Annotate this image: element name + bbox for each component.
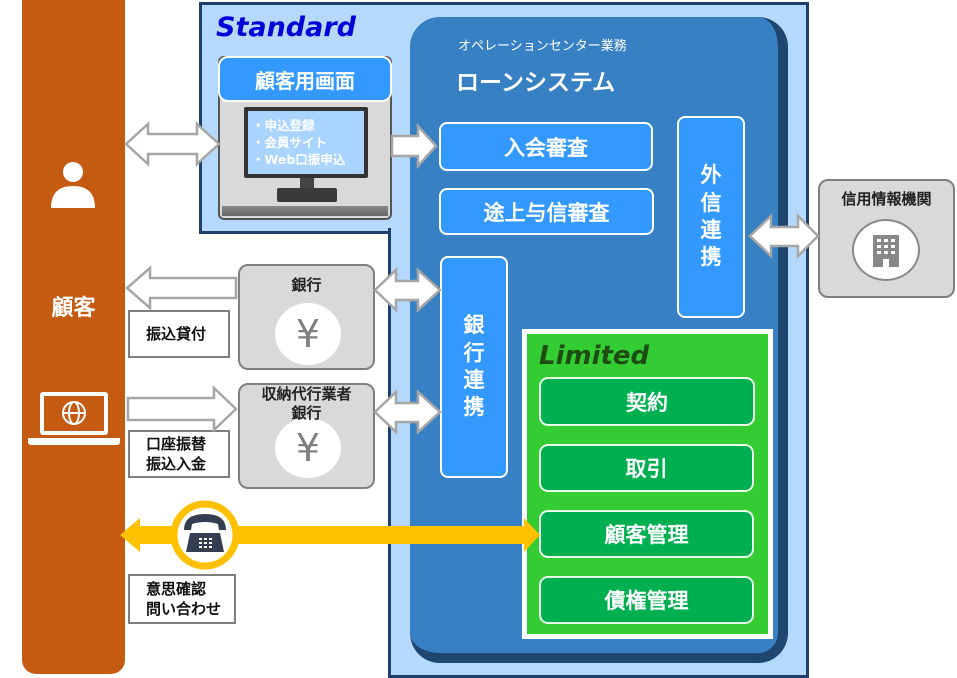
module-char: 連 <box>463 368 485 392</box>
contract-module[interactable]: 契約 <box>539 377 755 426</box>
loan-system-subtitle: オペレーションセンター業務 <box>458 39 627 54</box>
customer-screen-items: ・申込登録 ・会員サイト ・Web口振申込 <box>252 117 345 168</box>
label-line: 問い合わせ <box>146 600 222 618</box>
module-char: 信 <box>700 190 722 215</box>
bank-label: 銀行 <box>291 276 322 294</box>
payment-label: 口座振替 振込入金 <box>128 430 230 478</box>
building-icon <box>873 235 899 267</box>
label-line: 銀行 <box>291 404 322 422</box>
customer-column <box>22 0 125 674</box>
label-line: 口座振替 <box>146 435 207 453</box>
module-char: 外 <box>700 163 722 188</box>
arrow-customer-agent <box>126 385 238 433</box>
interim-credit-review-module[interactable]: 途上与信審査 <box>439 188 654 235</box>
screen-item: ・申込登録 <box>252 118 315 133</box>
double-arrow-bank-link <box>373 267 442 313</box>
module-char: 行 <box>463 340 485 365</box>
monitor-stand <box>300 178 314 188</box>
label-line: 収納代行業者 <box>261 385 352 403</box>
double-arrow-customer-screen <box>124 121 221 167</box>
transfer-loan-label: 振込貸付 <box>128 310 230 358</box>
module-char: 携 <box>700 245 722 270</box>
module-char: 連 <box>700 218 722 242</box>
laptop-globe-icon <box>28 392 120 445</box>
monitor-base <box>277 188 337 202</box>
customer-label: 顧客 <box>51 296 96 321</box>
yen-icon: ¥ <box>275 303 341 365</box>
double-arrow-credit-bureau <box>748 212 820 260</box>
screen-item: ・会員サイト <box>252 135 328 150</box>
transaction-module[interactable]: 取引 <box>539 444 754 492</box>
yen-icon: ¥ <box>275 418 341 478</box>
arrow-screen-loan <box>390 122 438 170</box>
phone-icon <box>184 514 226 552</box>
credit-bureau-label: 信用情報機関 <box>841 190 932 208</box>
phone-inquiry-label: 意思確認 問い合わせ <box>128 574 236 624</box>
receivables-management-module[interactable]: 債権管理 <box>539 576 754 624</box>
screen-bevel <box>222 206 388 216</box>
standard-title: Standard <box>216 12 356 43</box>
monitor-screen <box>248 111 364 174</box>
customer-management-module[interactable]: 顧客管理 <box>539 510 754 558</box>
limited-title: Limited <box>539 341 650 371</box>
label-line: 振込入金 <box>146 455 207 473</box>
admission-review-module[interactable]: 入会審査 <box>439 122 653 171</box>
double-arrow-agent-link <box>373 389 442 435</box>
customer-screen-title[interactable]: 顧客用画面 <box>218 56 392 102</box>
loan-system-title: ローンシステム <box>456 70 616 96</box>
external-credit-link-module[interactable]: 外 信 連 携 <box>677 116 745 318</box>
arrow-bank-customer <box>125 265 238 311</box>
screen-item: ・Web口振申込 <box>252 152 346 167</box>
bank-link-module[interactable]: 銀 行 連 携 <box>440 256 508 478</box>
label-line: 意思確認 <box>146 580 207 598</box>
module-char: 携 <box>463 395 485 420</box>
collection-agent-label: 収納代行業者 銀行 <box>238 385 375 423</box>
person-icon <box>51 162 95 208</box>
module-char: 銀 <box>463 313 485 338</box>
